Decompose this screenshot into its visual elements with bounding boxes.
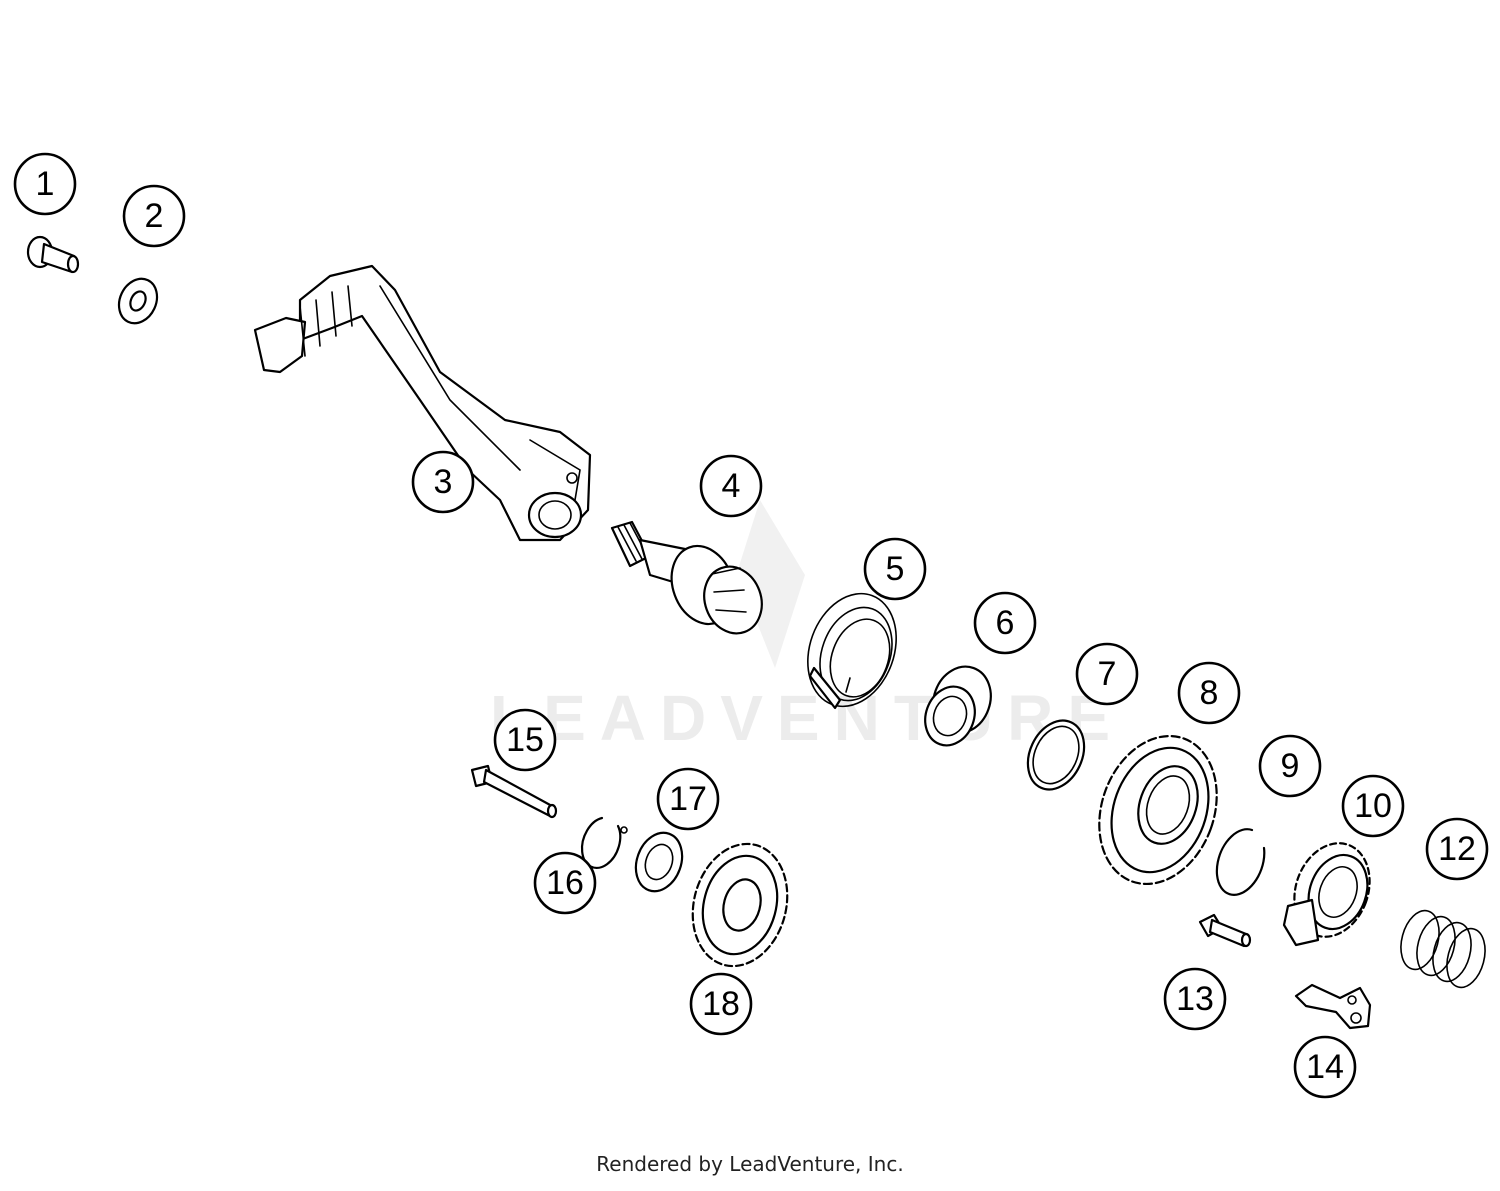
callout-2: 2 bbox=[122, 184, 186, 248]
svg-text:14: 14 bbox=[1306, 1048, 1344, 1086]
callout-17: 17 bbox=[656, 767, 720, 831]
part-6-bushing bbox=[924, 665, 992, 747]
part-2-washer bbox=[117, 277, 159, 325]
svg-text:17: 17 bbox=[669, 780, 707, 818]
part-14-stop-plate bbox=[1294, 983, 1372, 1030]
svg-text:10: 10 bbox=[1354, 787, 1392, 825]
callout-6: 6 bbox=[973, 591, 1037, 655]
svg-text:5: 5 bbox=[886, 550, 905, 588]
part-16-circlip bbox=[580, 816, 628, 869]
callout-13: 13 bbox=[1163, 967, 1227, 1031]
svg-text:4: 4 bbox=[722, 467, 741, 505]
part-15-pin bbox=[470, 764, 558, 819]
part-18-idler-gear bbox=[691, 842, 789, 968]
part-4-kick-shaft bbox=[610, 520, 763, 635]
svg-text:8: 8 bbox=[1200, 674, 1219, 712]
part-9-circlip bbox=[1215, 828, 1266, 896]
callout-16: 16 bbox=[533, 851, 597, 915]
part-10-ratchet bbox=[1282, 842, 1371, 947]
svg-text:6: 6 bbox=[996, 604, 1015, 642]
part-7-washer bbox=[1026, 719, 1086, 791]
svg-text:12: 12 bbox=[1438, 830, 1476, 868]
part-17-washer bbox=[634, 831, 684, 893]
callout-5: 5 bbox=[863, 537, 927, 601]
svg-text:2: 2 bbox=[145, 197, 164, 235]
svg-text:13: 13 bbox=[1176, 980, 1214, 1018]
part-13-bolt bbox=[1198, 913, 1252, 948]
callout-9: 9 bbox=[1258, 734, 1322, 798]
callout-4: 4 bbox=[699, 454, 763, 518]
svg-text:16: 16 bbox=[546, 864, 584, 902]
svg-text:15: 15 bbox=[506, 721, 544, 759]
part-8-kick-gear bbox=[1098, 734, 1218, 886]
svg-text:18: 18 bbox=[702, 985, 740, 1023]
part-3-kick-lever bbox=[253, 264, 592, 542]
callout-15: 15 bbox=[493, 708, 557, 772]
callout-1: 1 bbox=[13, 152, 77, 216]
part-5-spring bbox=[807, 592, 897, 710]
svg-text:7: 7 bbox=[1098, 655, 1117, 693]
callout-10: 10 bbox=[1341, 774, 1405, 838]
watermark-text: LEADVENTURE bbox=[490, 682, 1124, 754]
svg-text:1: 1 bbox=[36, 165, 55, 203]
callout-7: 7 bbox=[1075, 642, 1139, 706]
callout-12: 12 bbox=[1425, 817, 1489, 881]
callout-3: 3 bbox=[411, 450, 475, 514]
callout-14: 14 bbox=[1293, 1035, 1357, 1099]
svg-text:3: 3 bbox=[434, 463, 453, 501]
svg-text:9: 9 bbox=[1281, 747, 1300, 785]
callout-18: 18 bbox=[689, 972, 753, 1036]
callout-8: 8 bbox=[1177, 661, 1241, 725]
watermark-logo-icon bbox=[722, 500, 805, 668]
leadventure-watermark: LEADVENTURE bbox=[490, 500, 1124, 754]
part-12-spring bbox=[1400, 909, 1486, 989]
footer-credit: Rendered by LeadVenture, Inc. bbox=[596, 1152, 904, 1176]
part-1-screw bbox=[26, 235, 80, 274]
